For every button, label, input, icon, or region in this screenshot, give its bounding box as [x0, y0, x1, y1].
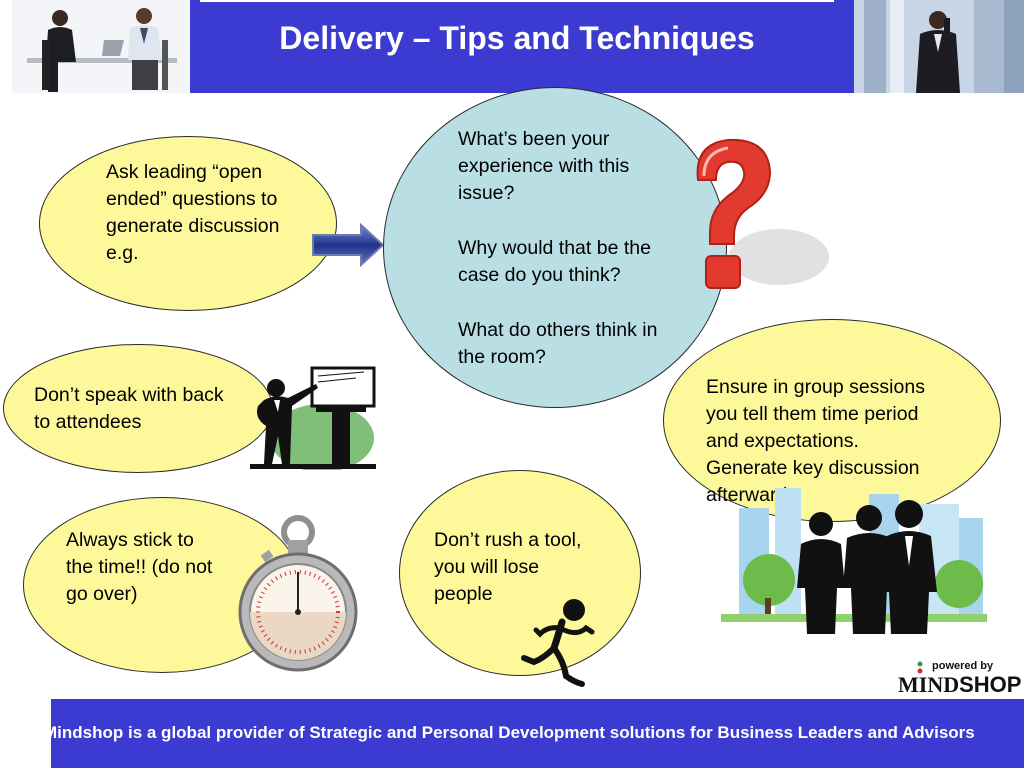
- logo-dots-icon: [917, 661, 923, 674]
- open-questions-text: Ask leading “open ended” questions to ge…: [106, 161, 280, 264]
- open-questions-bubble: [39, 136, 337, 311]
- powered-by-label: powered by: [932, 660, 994, 672]
- business-team-icon: [721, 488, 987, 634]
- presenter-icon: [250, 366, 376, 470]
- running-figure-icon: [521, 599, 595, 687]
- header-rule: [200, 0, 834, 2]
- logo-brand-right: SHOP: [959, 672, 1022, 697]
- meeting-photo: [12, 0, 190, 93]
- dont-rush-text: Don’t rush a tool, you will lose people: [434, 529, 582, 605]
- dont-rush-bubble: [399, 470, 641, 676]
- dont-speak-back-bubble: [3, 344, 273, 473]
- stopwatch-icon: [238, 515, 358, 672]
- header-bar: [12, 0, 1024, 93]
- question-mark-icon: [696, 138, 829, 289]
- arrow-right-icon: [312, 223, 385, 267]
- footer-bar: Mindshop is a global provider of Strateg…: [51, 699, 1024, 768]
- example-questions-bubble: [383, 87, 727, 408]
- footer-text: Mindshop is a global provider of Strateg…: [51, 723, 975, 742]
- logo-brand-left: MIND: [898, 672, 960, 697]
- example-question-2: Why would that be the case do you think?: [458, 237, 651, 286]
- businessman-phone-photo: [854, 0, 1024, 93]
- slide-title: Delivery – Tips and Techniques: [279, 20, 755, 56]
- mindshop-logo: MINDSHOP: [898, 672, 1021, 698]
- example-question-1: What’s been your experience with this is…: [458, 128, 630, 204]
- stick-to-time-text: Always stick to the time!! (do not go ov…: [66, 529, 213, 605]
- example-question-3: What do others think in the room?: [458, 319, 658, 368]
- dont-speak-back-text: Don’t speak with back to attendees: [34, 384, 224, 433]
- group-sessions-text: Ensure in group sessions you tell them t…: [706, 376, 925, 506]
- group-sessions-bubble: [663, 319, 1001, 522]
